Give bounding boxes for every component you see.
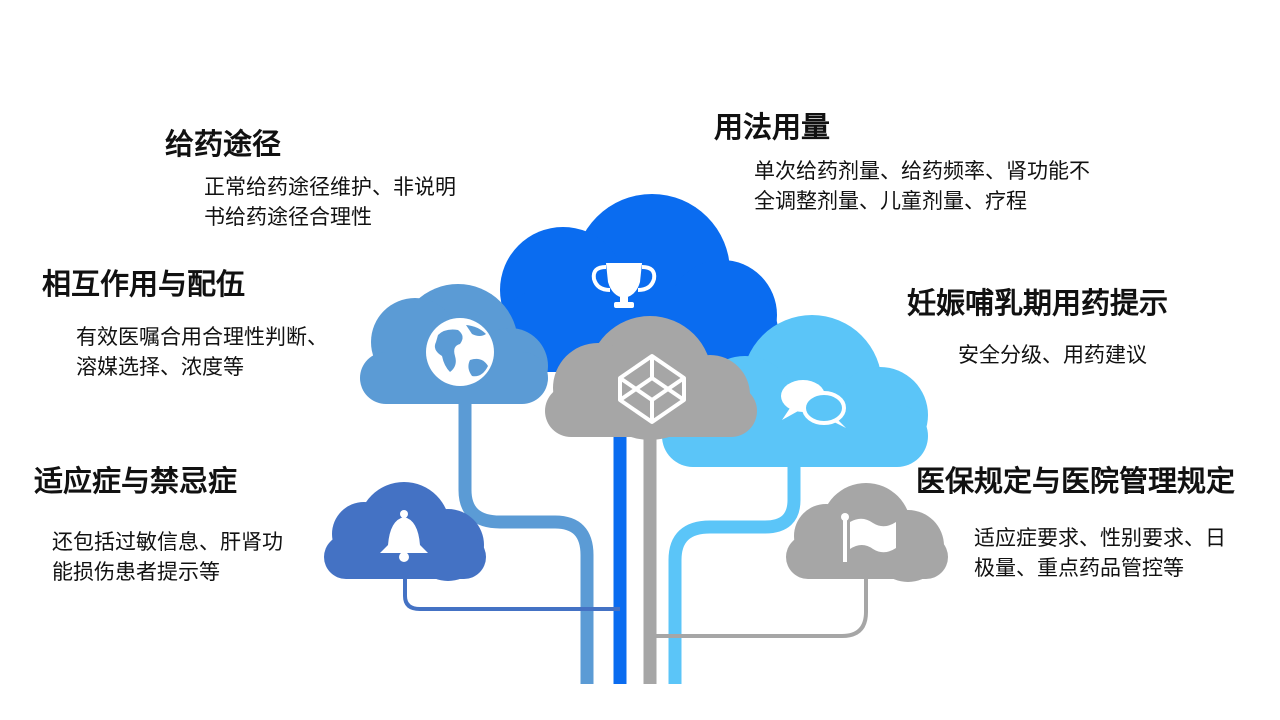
- topic-pregnancy-desc: 安全分级、用药建议: [958, 340, 1147, 370]
- desc-line: 能损伤患者提示等: [52, 560, 220, 584]
- desc-line: 极量、重点药品管控等: [974, 556, 1184, 580]
- stem-light-blue: [668, 460, 801, 684]
- bell-icon: [380, 510, 428, 562]
- desc-line: 有效医嘱合用合理性判断、: [76, 325, 328, 349]
- topic-dosage-desc: 单次给药剂量、给药频率、肾功能不 全调整剂量、儿童剂量、疗程: [754, 156, 1090, 216]
- desc-line: 正常给药途径维护、非说明: [204, 175, 456, 199]
- topic-insurance-title: 医保规定与医院管理规定: [916, 464, 1236, 498]
- topic-insurance-desc: 适应症要求、性别要求、日 极量、重点药品管控等: [974, 523, 1226, 583]
- topic-interaction-title: 相互作用与配伍: [42, 267, 246, 301]
- trophy-icon: [591, 263, 657, 308]
- desc-line: 适应症要求、性别要求、日: [974, 526, 1226, 550]
- root-gray: [650, 575, 868, 638]
- root-navy: [403, 575, 620, 611]
- desc-line: 书给药途径合理性: [204, 205, 372, 229]
- codepen-icon: [618, 354, 686, 424]
- desc-line: 溶媒选择、浓度等: [76, 355, 244, 379]
- flag-icon: [841, 513, 896, 562]
- stem-mid-blue: [458, 400, 594, 684]
- globe-icon: [426, 318, 494, 386]
- desc-line: 单次给药剂量、给药频率、肾功能不: [754, 159, 1090, 183]
- desc-line: 全调整剂量、儿童剂量、疗程: [754, 189, 1027, 213]
- topic-route-title: 给药途径: [165, 127, 282, 161]
- topic-dosage-title: 用法用量: [714, 110, 831, 144]
- topic-route-desc: 正常给药途径维护、非说明 书给药途径合理性: [204, 172, 456, 232]
- desc-line: 安全分级、用药建议: [958, 343, 1147, 367]
- topic-indication-desc: 还包括过敏信息、肝肾功 能损伤患者提示等: [52, 527, 283, 587]
- chat-bubbles-icon: [781, 380, 846, 428]
- topic-interaction-desc: 有效医嘱合用合理性判断、 溶媒选择、浓度等: [76, 322, 328, 382]
- topic-indication-title: 适应症与禁忌症: [34, 464, 238, 498]
- topic-pregnancy-title: 妊娠哺乳期用药提示: [907, 286, 1169, 320]
- desc-line: 还包括过敏信息、肝肾功: [52, 530, 283, 554]
